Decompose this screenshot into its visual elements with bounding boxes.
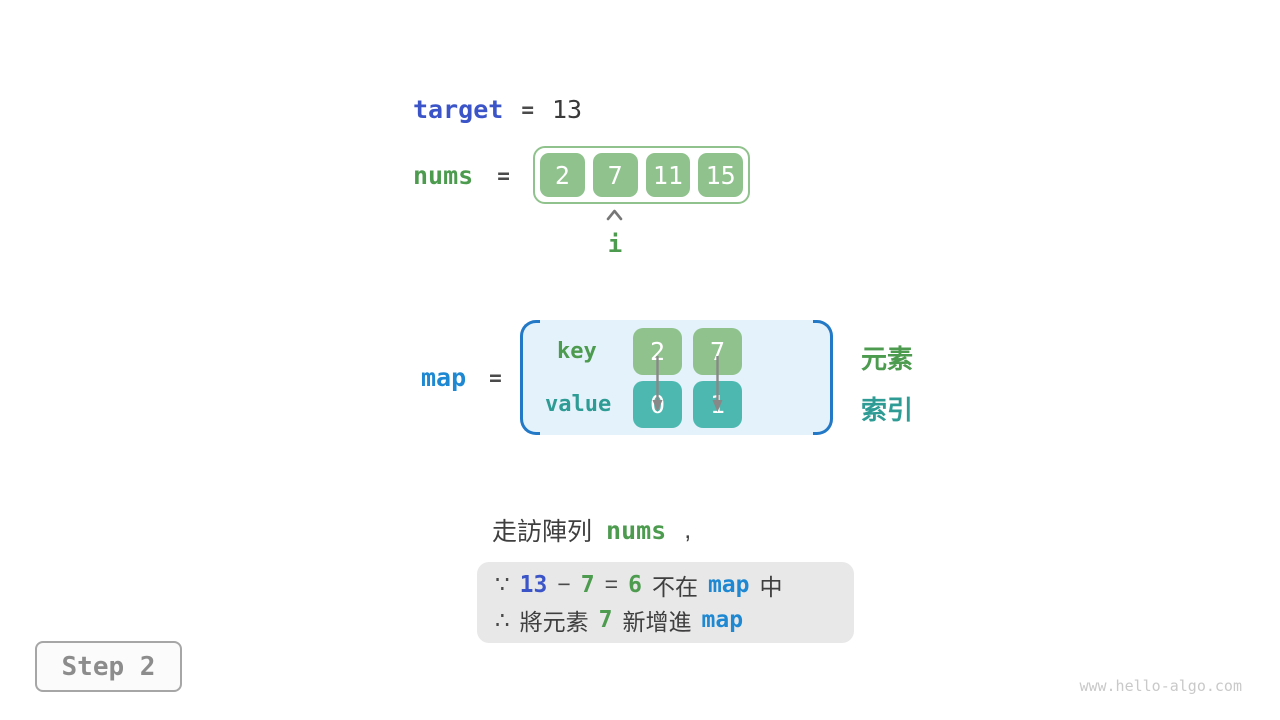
key-to-value-arrow-icon	[652, 356, 663, 412]
note-line-1: ∵ 13 − 7 = 6 不在 map 中	[495, 567, 836, 603]
therefore-symbol: ∴	[495, 606, 510, 633]
caption-comma: ,	[684, 515, 692, 544]
map-left-bracket	[520, 320, 540, 435]
subtrahend-7: 7	[580, 571, 595, 598]
nums-array: 2 7 11 15	[533, 146, 750, 204]
minus-sign: −	[557, 571, 571, 598]
difference-6: 6	[628, 571, 642, 598]
map-value-label: value	[545, 392, 612, 417]
caption-text: 走訪陣列	[492, 518, 593, 546]
nums-cell-1: 7	[592, 153, 638, 197]
pointer-i-label: i	[607, 230, 623, 258]
target-equals-sign: =	[521, 97, 534, 122]
target-variable-name: target	[413, 95, 504, 124]
pointer-caret-icon	[606, 209, 623, 221]
step-badge: Step 2	[35, 641, 182, 692]
nums-variable-name: nums	[413, 161, 474, 190]
equals-sign: =	[604, 571, 619, 598]
note-line-2: ∴ 將元素 7 新增進 map	[495, 603, 836, 639]
reasoning-note-box: ∵ 13 − 7 = 6 不在 map 中 ∴ 將元素 7 新增進 map	[477, 562, 854, 643]
map-right-bracket	[813, 320, 833, 435]
because-symbol: ∵	[495, 571, 510, 598]
in-suffix-text: 中	[759, 573, 783, 600]
target-row: target = 13	[413, 95, 582, 124]
add-suffix-text: 新增進	[622, 609, 692, 636]
map-container: key value 2 7 0 1	[520, 320, 833, 435]
index-side-label: 索引	[861, 395, 914, 425]
add-prefix-text: 將元素	[519, 609, 589, 636]
caption-nums-code: nums	[606, 515, 667, 545]
nums-cell-3: 15	[698, 153, 743, 197]
watermark-url: www.hello-algo.com	[1079, 677, 1242, 695]
nums-cell-2: 11	[645, 153, 691, 197]
target-value: 13	[551, 95, 583, 124]
not-in-text: 不在	[651, 573, 698, 600]
nums-equals-sign: =	[497, 163, 510, 188]
map-code-1: map	[707, 571, 750, 598]
caption-sentence: 走訪陣列 nums ,	[492, 512, 691, 548]
element-side-label: 元素	[861, 344, 914, 374]
element-7: 7	[598, 607, 613, 634]
nums-label-row: nums =	[413, 161, 510, 190]
key-to-value-arrow-icon	[712, 356, 723, 412]
map-key-label: key	[557, 339, 597, 364]
map-code-2: map	[701, 607, 744, 634]
map-label-row: map =	[421, 363, 502, 392]
map-variable-name: map	[421, 363, 467, 392]
minuend-13: 13	[519, 571, 548, 598]
nums-cell-0: 2	[540, 153, 585, 197]
map-equals-sign: =	[489, 365, 502, 390]
